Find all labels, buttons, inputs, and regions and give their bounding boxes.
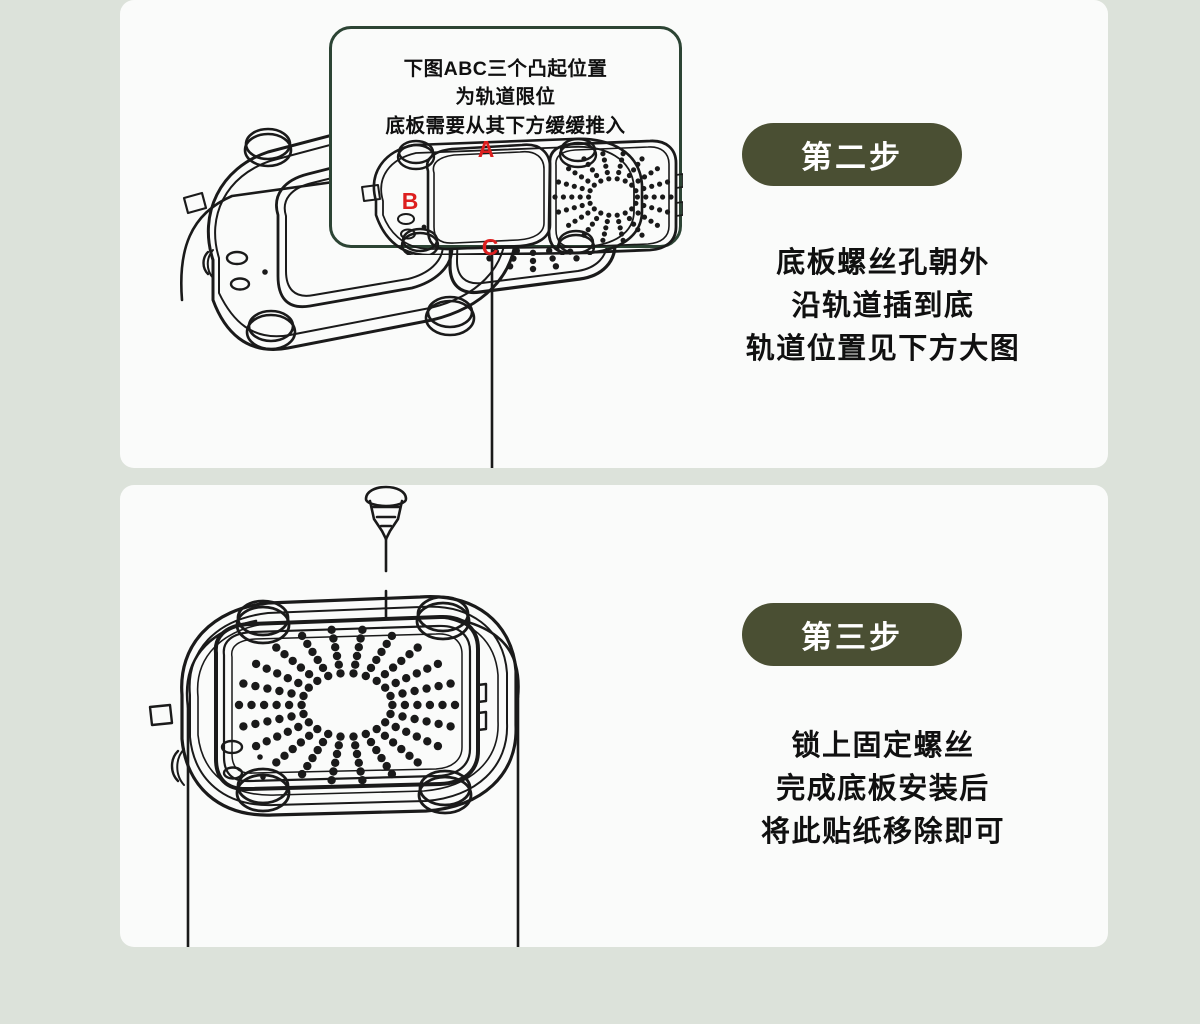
inset-baseplate bbox=[547, 139, 678, 255]
inset-base-outer bbox=[372, 137, 644, 255]
inset-illustration: A B C bbox=[361, 137, 683, 255]
baseplate-seated bbox=[213, 614, 480, 792]
baseplate-screw-tab-2 bbox=[476, 682, 488, 732]
side-tab bbox=[182, 191, 208, 215]
label-b: B bbox=[402, 188, 419, 214]
label-c: C bbox=[482, 234, 499, 255]
panel-step-three: 第三步 锁上固定螺丝 完成底板安装后 将此贴纸移除即可 bbox=[120, 485, 1108, 947]
base-outline-outer-2 bbox=[180, 595, 518, 817]
vent-grille-icon-2 bbox=[234, 625, 460, 785]
side-clip bbox=[202, 250, 210, 276]
screw-icon bbox=[364, 485, 408, 541]
side-tab-2 bbox=[148, 703, 174, 727]
panel-step-two: 下图ABC三个凸起位置 为轨道限位 底板需要从其下方缓缓推入 bbox=[120, 0, 1108, 468]
inset-vent-grille-icon bbox=[552, 151, 674, 243]
step-two-body-text: 底板螺丝孔朝外 沿轨道插到底 轨道位置见下方大图 bbox=[745, 247, 1021, 365]
mount-bosses bbox=[243, 97, 476, 351]
callout-box: 下图ABC三个凸起位置 为轨道限位 底板需要从其下方缓缓推入 bbox=[329, 26, 683, 255]
callout-text: 下图ABC三个凸起位置 为轨道限位 底板需要从其下方缓缓推入 bbox=[385, 58, 626, 137]
small-holes bbox=[225, 250, 268, 291]
label-a: A bbox=[478, 137, 495, 162]
step-badge-two: 第二步 bbox=[742, 123, 962, 186]
step-badge-three: 第三步 bbox=[742, 603, 962, 666]
step-three-body-text: 锁上固定螺丝 完成底板安装后 将此贴纸移除即可 bbox=[760, 730, 1005, 848]
illustration-step-three bbox=[148, 485, 520, 947]
